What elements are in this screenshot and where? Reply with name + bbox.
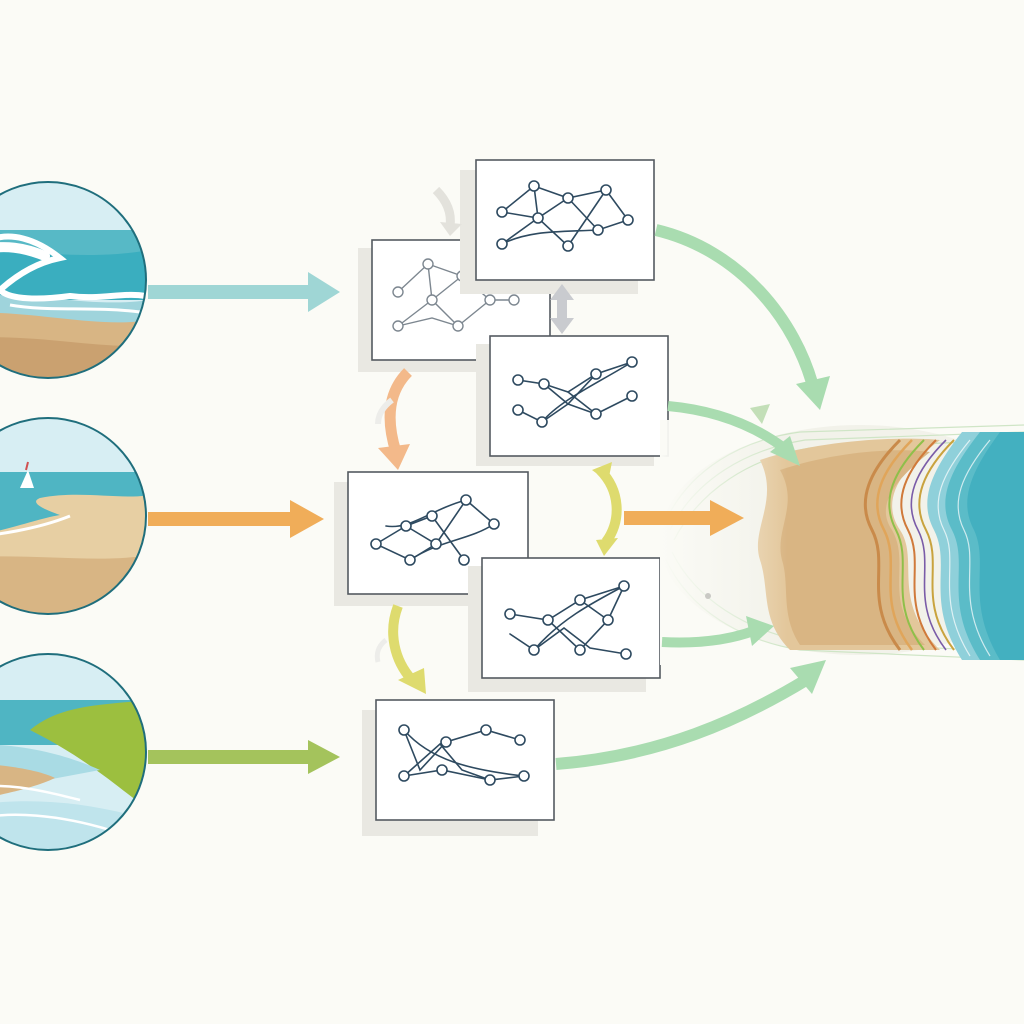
network-graph-icon [504,580,632,660]
arrow-green-card-c-output [667,401,800,466]
network-card-f [362,699,555,836]
arrow-top-input [148,272,340,312]
network-graph-icon [512,356,638,428]
arrow-grey-bidirectional [550,284,574,334]
arrow-yellow-curved-lower [374,604,426,694]
ocean-wave-beach-icon [0,181,147,379]
arrow-middle-input [148,500,324,538]
network-graph-icon [398,724,530,786]
arrow-orange-middle-output [624,500,744,536]
arrow-bottom-input [148,740,340,774]
network-graph-icon [496,180,634,252]
arrow-grey-small-top [432,186,462,236]
arrow-green-bottom-output [555,660,826,770]
shallow-shoreline-icon [0,417,147,615]
arrow-green-card-e-output [661,616,774,648]
coastline-contour-map-icon [660,420,1024,665]
grassy-coast-icon [0,653,147,851]
arrow-orange-curved [375,368,413,470]
arrow-green-top-output [654,224,830,410]
network-graph-icon [370,494,500,566]
speck [705,593,711,599]
network-card-a [460,159,655,294]
network-card-d [334,471,529,606]
network-card-e [468,557,661,692]
arrow-yellow-bidirectional-upper [592,462,622,556]
network-card-c [476,335,669,466]
